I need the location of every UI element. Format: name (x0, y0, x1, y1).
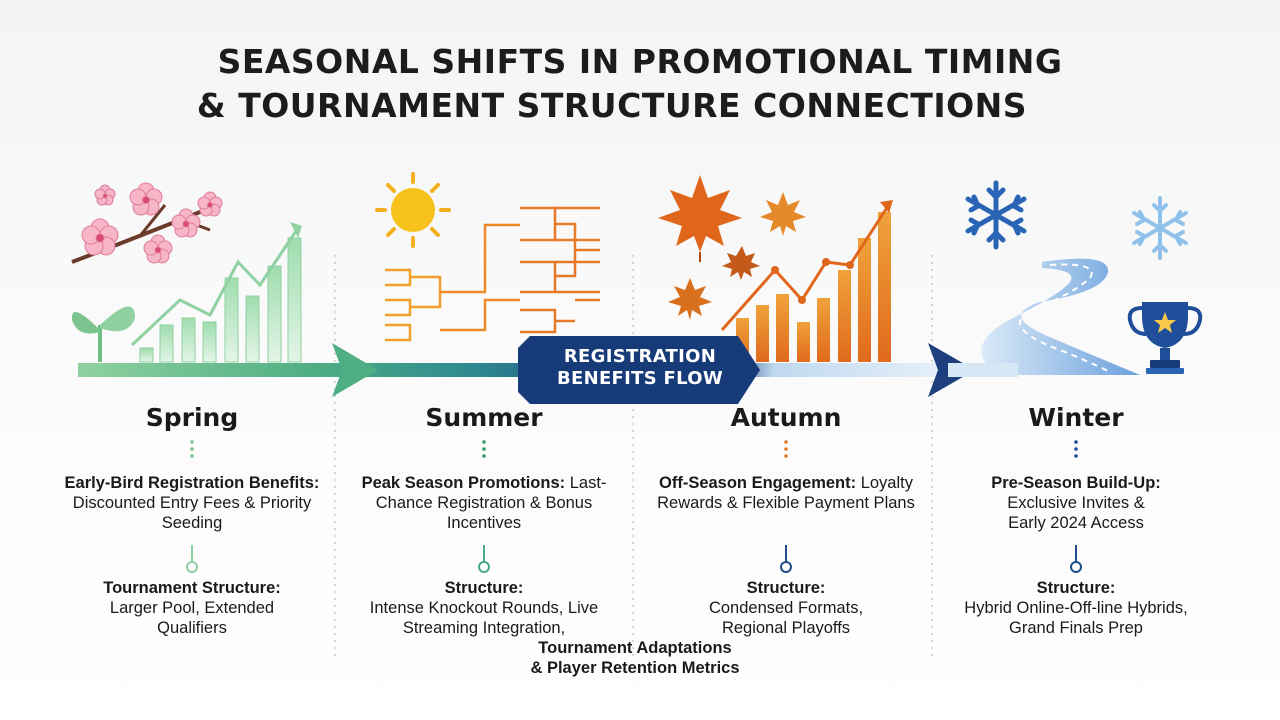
trend-line (720, 200, 893, 331)
structure-text-autumn: Condensed Formats, Regional Playoffs (708, 599, 864, 637)
snowflake-small-icon (1132, 196, 1188, 260)
page-title-line-2: & TOURNAMENT STRUCTURE CONNECTIONS (196, 86, 1028, 125)
structure-heading-spring: Tournament Structure: (103, 579, 281, 597)
autumn-illustration (658, 175, 893, 362)
cherry-blossom-branch-icon (71, 182, 223, 264)
structure-text-spring: Larger Pool, Extended Qualifiers (109, 599, 275, 637)
summer-illustration (375, 172, 600, 342)
winter-illustration (965, 180, 1203, 375)
benefit-text-winter: Exclusive Invites & Early 2024 Access (1007, 494, 1145, 532)
flow-label: REGISTRATION BENEFITS FLOW (540, 346, 740, 390)
tournament-bracket-icon (385, 206, 600, 342)
season-name-summer: Summer (425, 403, 543, 432)
benefit-summer: Peak Season Promotions: Last-Chance Regi… (349, 473, 619, 533)
structure-heading-winter: Structure: (1036, 579, 1116, 597)
season-name-winter: Winter (1028, 403, 1124, 432)
spring-illustration (71, 182, 302, 363)
footer-note: Tournament Adaptations & Player Retentio… (470, 638, 800, 678)
column-dividers (334, 255, 933, 660)
structure-text-winter: Hybrid Online-Off-line Hybrids, Grand Fi… (964, 599, 1188, 637)
structure-autumn: Structure: Condensed Formats, Regional P… (646, 578, 926, 638)
flow-label-line-1: REGISTRATION (563, 346, 717, 367)
page-title-line-1: SEASONAL SHIFTS IN PROMOTIONAL TIMING (217, 42, 1063, 81)
season-name-autumn: Autumn (730, 403, 842, 432)
growth-bar-chart-icon (139, 237, 302, 363)
benefit-autumn: Off-Season Engagement: Loyalty Rewards &… (651, 473, 921, 513)
structure-heading-summer: Structure: (444, 579, 524, 597)
benefit-text-summer: Last-Chance Registration & Bonus Incenti… (375, 474, 607, 532)
season-name-spring: Spring (145, 403, 239, 432)
structure-spring: Tournament Structure: Larger Pool, Exten… (52, 578, 332, 638)
benefit-heading-autumn: Off-Season Engagement: (659, 474, 857, 492)
growth-trend-line (130, 227, 300, 347)
footer-line-2: & Player Retention Metrics (530, 659, 740, 677)
structure-heading-autumn: Structure: (746, 579, 826, 597)
sprout-icon (71, 306, 135, 362)
benefit-heading-spring: Early-Bird Registration Benefits: (64, 474, 320, 492)
flow-label-box (518, 336, 760, 404)
benefit-spring: Early-Bird Registration Benefits: Discou… (57, 473, 327, 533)
winding-road-icon (981, 258, 1140, 375)
season-dots (190, 440, 1078, 458)
connecting-timeline (186, 545, 1082, 573)
structure-winter: Structure: Hybrid Online-Off-line Hybrid… (936, 578, 1216, 638)
structure-text-summer: Intense Knockout Rounds, Live Streaming … (369, 599, 599, 637)
maple-leaf-icon (658, 175, 806, 320)
benefit-winter: Pre-Season Build-Up: Exclusive Invites &… (941, 473, 1211, 533)
benefit-heading-winter: Pre-Season Build-Up: (991, 474, 1161, 492)
structure-summer: Structure: Intense Knockout Rounds, Live… (344, 578, 624, 638)
sun-icon (375, 172, 451, 248)
trophy-icon (1127, 302, 1203, 374)
flow-label-line-2: BENEFITS FLOW (556, 368, 724, 389)
footer-line-1: Tournament Adaptations (538, 639, 732, 657)
snowflake-icon (965, 180, 1027, 250)
benefit-text-autumn: Loyalty Rewards & Flexible Payment Plans (657, 474, 915, 512)
benefit-text-spring: Discounted Entry Fees & Priority Seeding (72, 494, 312, 532)
benefit-heading-summer: Peak Season Promotions: (361, 474, 566, 492)
